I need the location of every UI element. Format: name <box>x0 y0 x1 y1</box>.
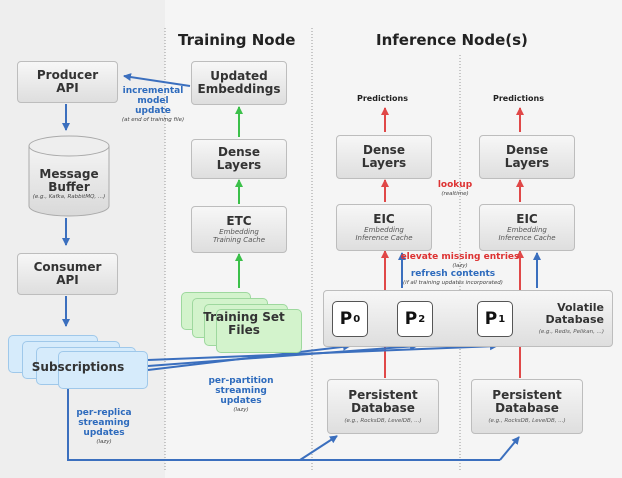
volatile-title-2: Database <box>545 313 604 327</box>
dense-layers-title: Dense <box>506 142 548 157</box>
refresh-label: refresh contents (if all training update… <box>375 269 531 286</box>
incremental-text-3: update <box>135 105 171 116</box>
consumer-label-2: API <box>56 273 79 287</box>
predictions-label-2: Predictions <box>493 94 544 103</box>
eic-box-2: EIC Embedding Inference Cache <box>479 204 575 251</box>
arrow-subscriptions-to-p1 <box>147 342 498 361</box>
etc-subtitle-2: Training Cache <box>212 236 266 245</box>
dense-layers-title: Dense <box>363 142 405 157</box>
training-node-header: Training Node <box>178 31 296 49</box>
partition-letter: P <box>404 309 418 329</box>
eic-box-1: EIC Embedding Inference Cache <box>336 204 432 251</box>
persistent-database-box-1: Persistent Database (e.g., RocksDB, Leve… <box>327 379 439 434</box>
persistent-title: Persistent <box>348 387 418 402</box>
per-replica-text-2: streaming <box>78 417 130 428</box>
per-replica-text-3: updates <box>83 427 125 438</box>
arrow-subscriptions-to-persistent <box>67 370 300 461</box>
persistent-examples: (e.g., RocksDB, LevelDB, ...) <box>344 417 422 424</box>
elevate-label: elevate missing entries (lazy) <box>395 252 525 269</box>
elevate-text: elevate missing entries <box>400 252 520 262</box>
lookup-text: lookup <box>437 180 473 190</box>
updated-embeddings-title-2: Embeddings <box>197 82 281 96</box>
incremental-text-2: model <box>137 95 169 106</box>
per-replica-text-1: per-replica <box>76 408 132 418</box>
message-buffer-cylinder <box>28 135 110 217</box>
message-buffer-examples: (e.g., Kafka, RabbitMQ, ...) <box>32 194 106 201</box>
partition-index: 0 <box>353 313 361 325</box>
refresh-text: refresh contents <box>410 269 496 279</box>
persistent-title: Persistent <box>492 387 562 402</box>
eic-subtitle-1: Embedding <box>364 226 404 235</box>
volatile-examples: (e.g., Redis, Pelikan, ...) <box>538 328 604 335</box>
training-dense-layers-box: Dense Layers <box>191 139 287 179</box>
volatile-title: Volatile <box>557 301 604 315</box>
per-partition-text-2: streaming <box>215 385 267 396</box>
etc-subtitle-1: Embedding <box>219 228 259 237</box>
persistent-database-box-2: Persistent Database (e.g., RocksDB, Leve… <box>471 379 583 434</box>
incremental-text-1: incremental <box>122 86 184 96</box>
partition-letter: P <box>339 309 353 329</box>
training-set-label: Training Set Files <box>192 310 296 338</box>
elevate-note: (lazy) <box>452 262 468 269</box>
producer-api-box: Producer API <box>17 61 118 103</box>
message-buffer-title-2: Buffer <box>48 180 90 195</box>
lookup-label: lookup (realtime) <box>432 180 478 197</box>
updated-embeddings-title: Updated <box>210 68 268 83</box>
incremental-note: (at end of training file) <box>121 116 185 123</box>
eic-subtitle-2: Inference Cache <box>355 234 413 243</box>
arrow-replica-to-persistent-1 <box>299 435 338 461</box>
persistent-title-2: Database <box>351 401 415 416</box>
partition-letter: P <box>484 309 498 329</box>
message-buffer-title: Message <box>39 167 99 181</box>
refresh-note: (if all training updates incorporated) <box>403 279 503 286</box>
volatile-database-box: Volatile Database (e.g., Redis, Pelikan,… <box>323 290 613 347</box>
arrow-subscriptions-to-p2 <box>147 342 418 367</box>
etc-box: ETC Embedding Training Cache <box>191 206 287 253</box>
persistent-title-2: Database <box>495 401 559 416</box>
consumer-api-box: Consumer API <box>17 253 118 295</box>
per-replica-label: per-replica streaming updates (lazy) <box>66 408 142 445</box>
partition-index: 2 <box>418 313 426 325</box>
training-set-title-2: Files <box>228 323 260 338</box>
producer-label-2: API <box>56 81 79 95</box>
predictions-label-1: Predictions <box>357 94 408 103</box>
eic-subtitle-1: Embedding <box>507 226 547 235</box>
per-replica-note: (lazy) <box>96 438 112 445</box>
inference-dense-layers-box-1: Dense Layers <box>336 135 432 179</box>
lookup-note: (realtime) <box>441 190 469 197</box>
arrow-replica-to-persistent-2b <box>499 436 520 461</box>
eic-title: EIC <box>516 211 538 226</box>
per-partition-note: (lazy) <box>233 406 249 413</box>
eic-title: EIC <box>373 211 395 226</box>
dense-layers-title-2: Layers <box>361 156 407 170</box>
training-set-box <box>216 309 302 353</box>
producer-label: Producer <box>36 67 99 82</box>
subscriptions-box <box>58 351 148 389</box>
eic-subtitle-2: Inference Cache <box>498 234 556 243</box>
per-partition-label: per-partition streaming updates (lazy) <box>196 376 286 413</box>
dense-layers-title-2: Layers <box>504 156 550 170</box>
training-set-title: Training Set <box>203 310 285 324</box>
etc-title: ETC <box>226 213 252 228</box>
per-partition-text-3: updates <box>220 395 262 406</box>
persistent-examples: (e.g., RocksDB, LevelDB, ...) <box>488 417 566 424</box>
inference-node-header: Inference Node(s) <box>376 31 528 49</box>
inference-dense-layers-box-2: Dense Layers <box>479 135 575 179</box>
dense-layers-title-2: Layers <box>216 158 262 172</box>
updated-embeddings-box: Updated Embeddings <box>191 61 287 105</box>
partition-index: 1 <box>498 313 506 325</box>
consumer-label: Consumer <box>33 259 102 274</box>
dense-layers-title: Dense <box>218 144 260 159</box>
subscriptions-label: Subscriptions <box>31 360 125 374</box>
incremental-update-label: incremental model update (at end of trai… <box>118 86 188 123</box>
arrow-embeddings-to-producer <box>123 73 191 87</box>
message-buffer-label: Message Buffer (e.g., Kafka, RabbitMQ, .… <box>27 167 111 201</box>
per-partition-text-1: per-partition <box>208 376 274 386</box>
